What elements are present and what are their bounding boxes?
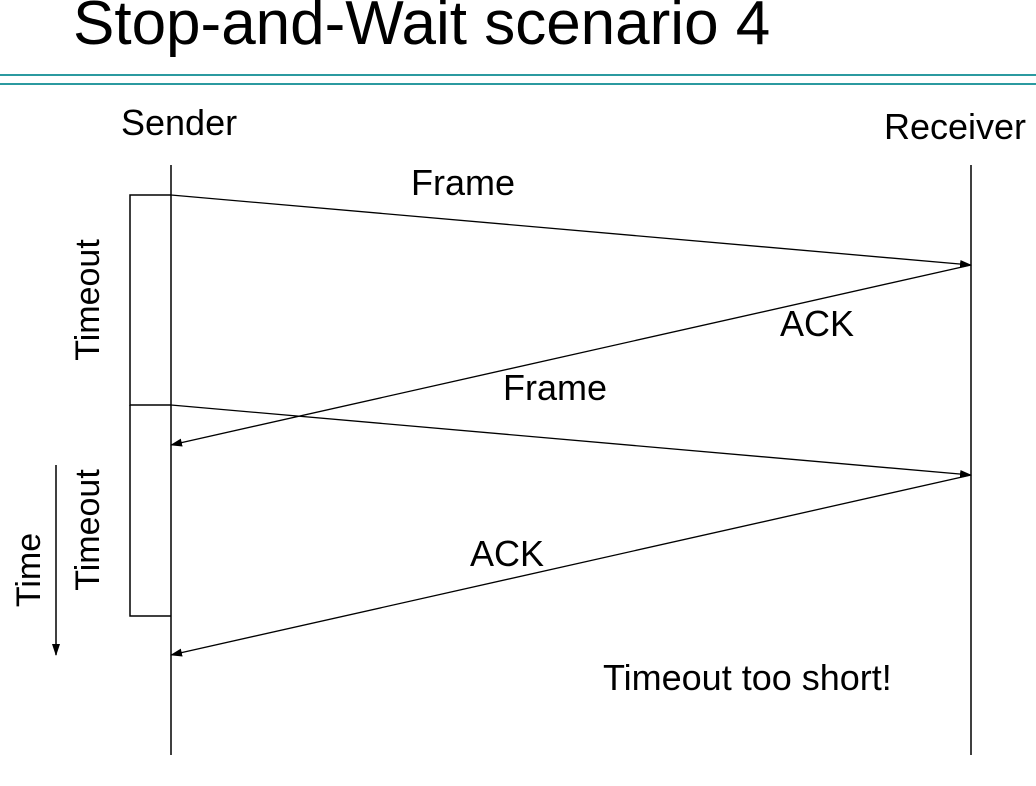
frame-label-1: Frame [411, 162, 515, 203]
timeout-label-1: Timeout [69, 239, 107, 361]
time-axis-label: Time [10, 533, 48, 607]
frame-arrow-2 [170, 404, 972, 479]
ack-arrow-1 [170, 264, 972, 447]
timeout-bracket-2 [129, 405, 171, 617]
frame-label-2: Frame [503, 367, 607, 408]
sender-label: Sender [121, 102, 237, 143]
receiver-label: Receiver [884, 106, 1026, 147]
ack-label-1: ACK [780, 303, 854, 344]
slide-title: Stop-and-Wait scenario 4 [73, 0, 771, 58]
ack-label-2: ACK [470, 533, 544, 574]
timeout-note: Timeout too short! [603, 657, 892, 698]
ack-arrow-2 [170, 474, 972, 657]
timeout-label-2: Timeout [69, 469, 107, 591]
frame-arrow-1 [170, 194, 972, 269]
timeout-bracket-1 [129, 194, 171, 406]
